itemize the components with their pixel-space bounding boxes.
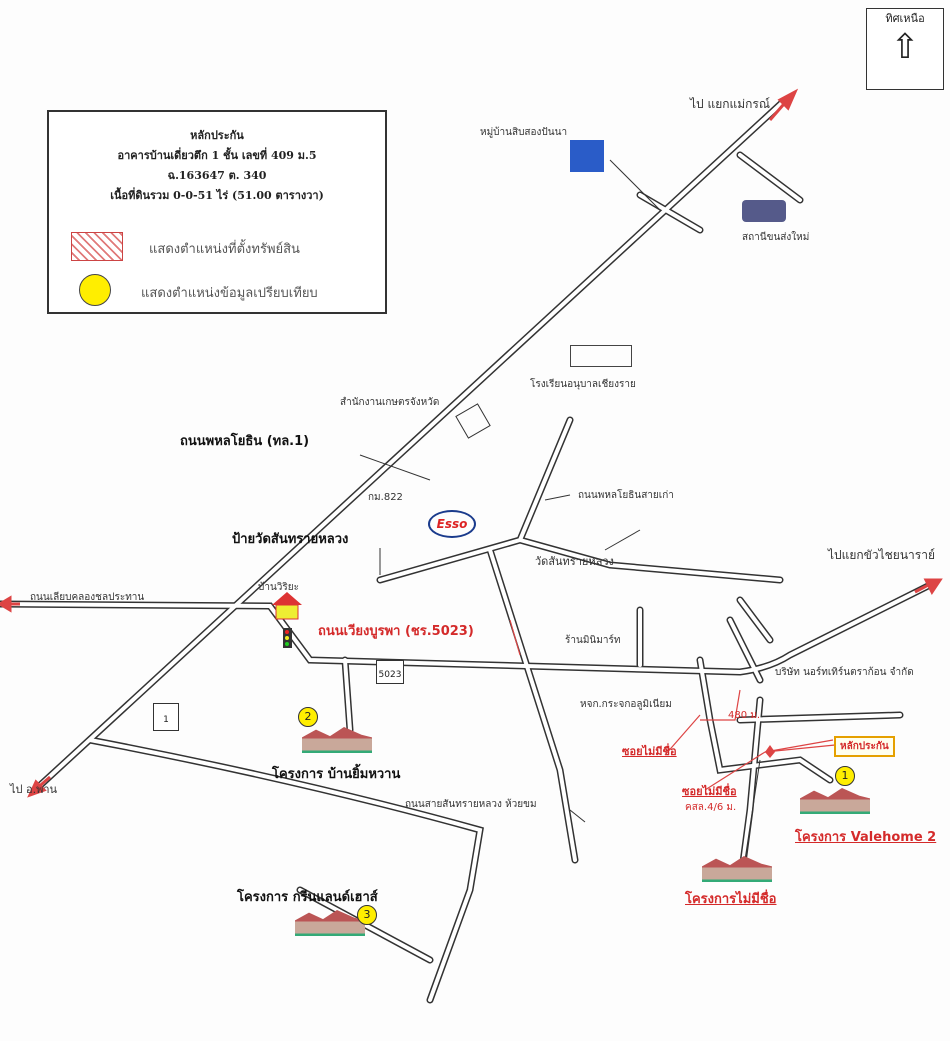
hatch-label: แสดงตำแหน่งที่ตั้งทรัพย์สิน [149, 242, 300, 257]
project-2-name: โครงการ บ้านยิ้มหวาน [272, 767, 401, 782]
north-arrow: ทิศเหนือ ⇧ [866, 8, 944, 90]
label-distance: 480 ม. [728, 710, 761, 721]
label-wat-sign: ป้ายวัดสันทรายหลวง [232, 532, 349, 547]
legend-title: หลักประกัน [190, 129, 244, 142]
school-icon [570, 345, 632, 367]
project-1-number: 1 [835, 766, 855, 786]
label-soi-2-note: คสล.4/6 ม. [685, 802, 737, 813]
label-bus-station: สถานีขนส่งใหม่ [742, 232, 810, 243]
project-2-number: 2 [298, 707, 318, 727]
marker-label: แสดงตำแหน่งข้อมูลเปรียบเทียบ [141, 286, 318, 301]
route-5023-shield: 5023 [376, 660, 404, 684]
bus-icon [742, 200, 786, 222]
label-to-maekorn: ไป แยกแม่กรณ์ [690, 97, 770, 111]
label-school: โรงเรียนอนุบาลเชียงราย [530, 379, 636, 390]
label-police: บ้านวิริยะ [258, 582, 300, 593]
label-wiang-burapha: ถนนเวียงบูรพา (ชร.5023) [318, 624, 474, 639]
label-soi-1: ซอยไม่มีชื่อ [622, 745, 677, 758]
north-label: ทิศเหนือ [885, 12, 925, 25]
label-km: กม.822 [368, 492, 403, 503]
village-icon [570, 140, 604, 172]
label-minimart: ร้านมินิมาร์ท [565, 635, 621, 646]
legend-line2: ฉ.163647 ต. 340 [167, 169, 267, 182]
project-1-name: โครงการ Valehome 2 [795, 830, 937, 845]
label-phahon-old: ถนนพหลโยธินสายเก่า [578, 490, 674, 501]
label-village: หมู่บ้านสิบสองปันนา [480, 127, 568, 138]
legend-line3: เนื้อที่ดินรวม 0-0-51 ไร่ (51.00 ตารางวา… [110, 189, 324, 202]
route-1-shield: 1 [153, 703, 179, 731]
label-to-khua: ไปแยกขัวไชยนาราย์ [828, 548, 935, 562]
label-soi-2: ซอยไม่มีชื่อ [682, 785, 737, 798]
label-agri-office: สำนักงานเกษตรจังหวัด [340, 397, 440, 408]
label-santsai-road: ถนนสายสันทรายหลวง ห้วยขม [405, 799, 537, 810]
label-phahonyothin: ถนนพหลโยธิน (ทล.1) [180, 434, 310, 449]
hatch-swatch [71, 232, 123, 261]
marker-swatch [79, 274, 111, 306]
legend-line1: อาคารบ้านเดี่ยวตึก 1 ชั้น เลขที่ 409 ม.5 [117, 149, 317, 162]
project-3-number: 3 [357, 905, 377, 925]
label-wat: วัดสันทรายหลวง [535, 555, 614, 568]
label-canal-road: ถนนเลียบคลองชลประทาน [30, 592, 145, 603]
label-glass-shop: หจก.กระจกอลูมิเนียม [580, 699, 672, 710]
label-to-phan: ไป อ.พาน [10, 783, 58, 796]
label-company: บริษัท นอร์ทเทิร์นตราก้อน จำกัด [775, 667, 914, 678]
legend-box: หลักประกัน อาคารบ้านเดี่ยวตึก 1 ชั้น เลข… [47, 110, 387, 314]
collateral-marker: หลักประกัน [834, 736, 895, 757]
arrow-up-icon: ⇧ [890, 27, 920, 67]
project-3-name: โครงการ กรีนแลนด์เฮาส์ [237, 890, 378, 905]
project-4-name: โครงการไม่มีชื่อ [685, 892, 777, 907]
esso-logo: Esso [428, 510, 476, 538]
